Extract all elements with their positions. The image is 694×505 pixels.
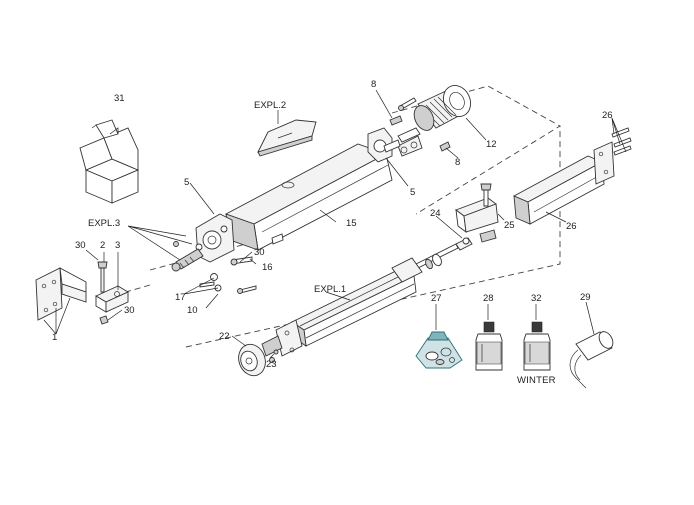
callout-15: 15 <box>346 218 357 229</box>
label-winter: WINTER <box>517 375 556 386</box>
capacitor-part-29 <box>569 331 614 389</box>
callout-29: 29 <box>580 292 591 303</box>
bottle-part-32 <box>523 321 551 371</box>
cover-expl2 <box>257 119 317 157</box>
small-hardware <box>173 241 257 294</box>
callout-32: 32 <box>531 293 542 304</box>
callout-23: 23 <box>266 359 277 370</box>
callout-30-block: 30 <box>124 305 135 316</box>
bracket-part-24-25 <box>455 183 499 243</box>
rear-tube-part-26 <box>512 127 632 225</box>
callout-10: 10 <box>187 305 198 316</box>
box-part-31 <box>79 119 140 204</box>
rear-flange-part-5 <box>367 127 401 163</box>
front-head-assembly <box>171 213 235 272</box>
callout-8-top: 8 <box>371 79 376 90</box>
label-expl3: EXPL.3 <box>88 218 120 229</box>
bottle-part-28 <box>475 321 503 371</box>
callout-numbers: 31 5 30 2 3 1 30 30 16 17 10 22 23 15 8 … <box>52 79 613 370</box>
cylinder-expl1 <box>261 257 423 357</box>
end-cap-part-22 <box>238 343 279 377</box>
label-expl2: EXPL.2 <box>254 100 286 111</box>
callout-26-tube: 26 <box>566 221 577 232</box>
callout-22: 22 <box>219 331 230 342</box>
callout-17: 17 <box>175 292 186 303</box>
callout-31: 31 <box>114 93 125 104</box>
callout-27: 27 <box>431 293 442 304</box>
housing-part-15 <box>224 143 393 251</box>
bracket-part-1 <box>35 267 87 321</box>
callout-30-left: 30 <box>75 240 86 251</box>
group-labels: EXPL.2 EXPL.3 EXPL.1 WINTER <box>88 100 556 386</box>
callout-12: 12 <box>486 139 497 150</box>
callout-8-lower: 8 <box>455 157 460 168</box>
callout-26-screws: 26 <box>602 110 613 121</box>
callout-2: 2 <box>100 240 105 251</box>
leader-lines <box>43 89 627 359</box>
callout-1: 1 <box>52 332 57 343</box>
motor-part-12 <box>397 85 472 157</box>
callout-24: 24 <box>430 208 441 219</box>
callout-5-rear: 5 <box>410 187 415 198</box>
callout-5-front: 5 <box>184 177 189 188</box>
callout-25: 25 <box>504 220 515 231</box>
callout-16: 16 <box>262 262 273 273</box>
label-expl1: EXPL.1 <box>314 284 346 295</box>
bag-part-27 <box>415 331 463 369</box>
callout-3: 3 <box>115 240 120 251</box>
clevis-parts-2-3 <box>95 261 129 325</box>
screws-part-8 <box>389 97 451 152</box>
callout-28: 28 <box>483 293 494 304</box>
callout-30-mid: 30 <box>254 247 265 258</box>
